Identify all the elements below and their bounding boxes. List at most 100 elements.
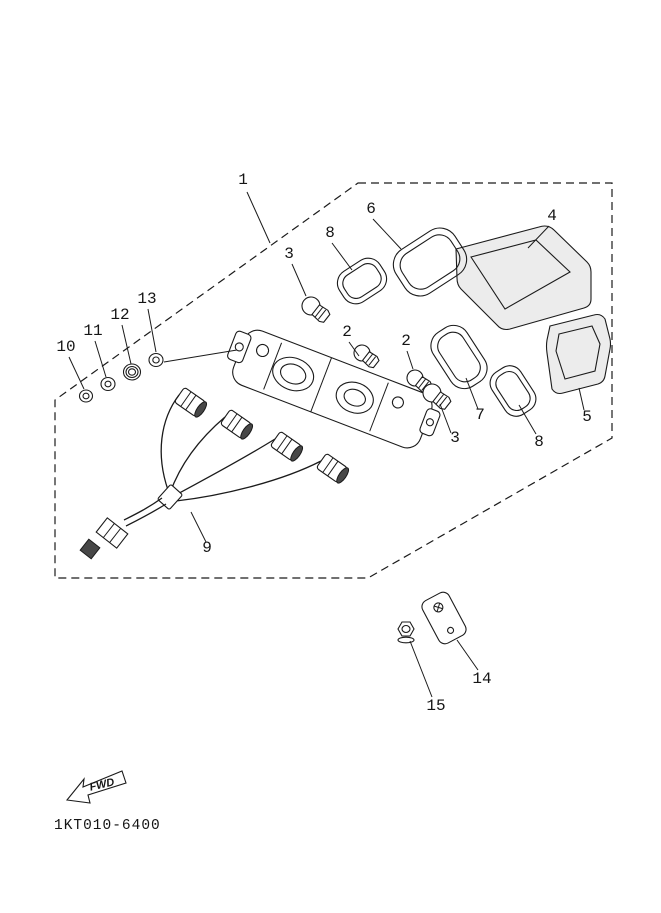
callout-8-bottom: 8 <box>534 433 544 451</box>
stud-slot <box>436 603 441 612</box>
housing-left-ear-hole <box>234 342 244 352</box>
harness-bundle <box>125 503 167 527</box>
bulb-socket-1 <box>174 387 208 418</box>
callout-13: 13 <box>137 290 156 308</box>
wire-harness-9 <box>79 394 322 560</box>
washer-12-hole <box>127 368 137 376</box>
gasket-6 <box>392 227 468 297</box>
bulb-socket-4 <box>316 453 350 484</box>
gasket-8-bottom-outer <box>489 365 537 417</box>
nut-13-hole <box>152 356 160 364</box>
bulb-base-ring <box>365 353 373 364</box>
harness-wire <box>175 460 322 502</box>
harness-wrap-band <box>157 484 183 510</box>
part-code: 1KT010-6400 <box>54 818 161 834</box>
mount-plate-body <box>421 591 467 645</box>
leader-line-4 <box>527 225 550 249</box>
callout-6: 6 <box>366 200 376 218</box>
bulb-base-ring <box>418 378 426 389</box>
socket-rib <box>185 394 197 411</box>
gasket-7 <box>430 324 488 390</box>
leader-line-1 <box>246 191 271 244</box>
housing-socket-opening-1 <box>272 356 315 392</box>
bulb-base-ring <box>317 309 327 320</box>
nut-10-outer <box>78 389 94 403</box>
callout-9: 9 <box>202 539 212 557</box>
socket-rib <box>276 435 288 451</box>
leader-line-9 <box>190 511 207 543</box>
housing-socket-opening-2-inner <box>343 388 366 407</box>
leader-line-8-bottom <box>518 404 537 435</box>
bulb-base-ring <box>314 307 323 318</box>
socket-rib <box>322 457 334 473</box>
leader-line-11 <box>94 340 107 378</box>
bulb-base-ring <box>435 394 444 405</box>
callout-labels: 1 6 8 4 3 2 2 13 12 11 10 7 8 3 5 9 14 1… <box>56 171 591 715</box>
callout-1: 1 <box>238 171 248 189</box>
housing-rib <box>310 357 333 413</box>
bulb-socket-cap <box>290 445 304 462</box>
leader-line-7 <box>465 377 479 410</box>
socket-rib <box>180 391 192 407</box>
housing-right-ear-hole <box>425 418 435 427</box>
lens-cover-5 <box>545 313 612 395</box>
socket-rib <box>327 460 339 477</box>
harness-connector-tip <box>79 538 101 560</box>
gasket-8-top-outer <box>336 257 388 305</box>
washer-11-outer <box>100 376 116 392</box>
callout-8-top: 8 <box>325 224 335 242</box>
lens-cover-5-rim <box>555 325 601 380</box>
housing-socket-opening-2 <box>335 381 374 414</box>
nut-15-hole <box>401 624 411 634</box>
fwd-arrow: FWD <box>65 770 127 804</box>
callout-2-left: 2 <box>342 323 352 341</box>
callout-14: 14 <box>472 670 491 688</box>
leader-line-2-left <box>348 341 360 357</box>
harness-bundle <box>123 497 163 521</box>
leader-line-15 <box>409 640 433 698</box>
bulb-base-ring <box>421 381 430 391</box>
callout-7: 7 <box>475 406 485 424</box>
callout-4: 4 <box>547 207 557 225</box>
bulb-holder-housing <box>227 329 441 449</box>
gasket-8-bottom <box>489 365 537 417</box>
housing-right-ear <box>419 408 441 437</box>
fwd-arrow-label: FWD <box>88 776 115 793</box>
callout-11: 11 <box>83 322 102 340</box>
harness-wire <box>160 394 180 491</box>
housing-small-opening-1 <box>255 343 270 358</box>
bulb-socket-cap <box>336 467 350 484</box>
bulb-socket-cap <box>240 423 254 440</box>
lens-cover-4-body <box>455 225 592 331</box>
leader-lines <box>68 191 585 698</box>
housing-small-opening-2 <box>391 396 404 409</box>
bulb-socket-cap <box>194 401 208 418</box>
gasket-6-outer <box>392 227 468 297</box>
lens-cover-5-body <box>545 313 612 395</box>
nut-13-outer <box>148 352 164 368</box>
callout-3-bottom: 3 <box>450 429 460 447</box>
leader-line-14 <box>456 639 479 671</box>
bulb-base <box>432 391 452 410</box>
callout-12: 12 <box>110 306 129 324</box>
assembly-boundary-outline <box>54 182 613 579</box>
housing-rib <box>369 382 389 432</box>
washer-11-hole <box>104 380 112 388</box>
callout-5: 5 <box>582 408 592 426</box>
bulb-base-ring <box>368 356 377 366</box>
leader-line-fastener-group <box>163 349 238 363</box>
connector-rib <box>102 523 115 538</box>
harness-wire <box>169 416 226 494</box>
washer-12 <box>122 363 142 381</box>
bulb-2-left <box>353 344 380 369</box>
socket-rib <box>226 413 238 429</box>
housing-socket-opening-1-inner <box>279 363 307 385</box>
leader-line-6 <box>372 218 402 250</box>
gasket-8-bottom-inner <box>495 370 531 412</box>
nut-15-hex <box>397 621 415 637</box>
washer-12-mid <box>125 365 139 379</box>
bulb-socket-3 <box>270 431 304 462</box>
leader-line-3-top <box>291 263 307 297</box>
